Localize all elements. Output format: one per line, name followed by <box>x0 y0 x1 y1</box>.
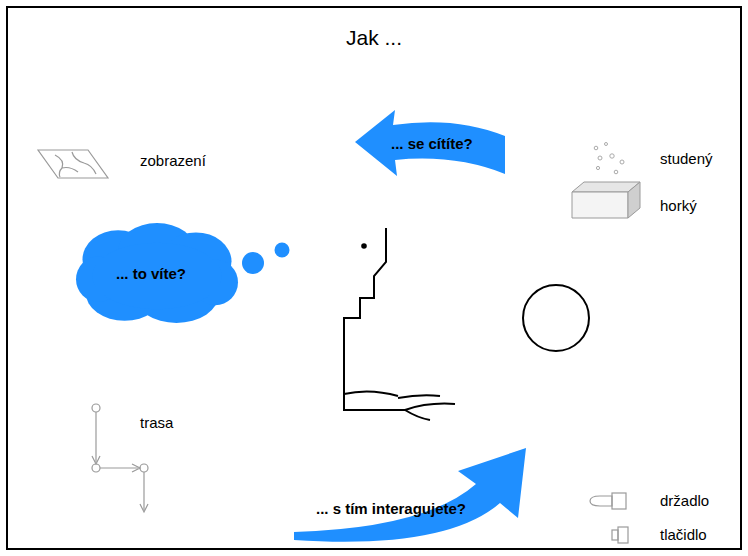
thought-dot <box>275 243 290 258</box>
node-text: ... s tím interagujete? <box>316 500 466 518</box>
cold-label: studený <box>660 150 713 168</box>
node-text: ... to víte? <box>116 265 186 283</box>
button-icon <box>612 527 628 543</box>
thought-dot <box>242 252 264 274</box>
interact-arrow: ... s tím interagujete? <box>286 438 534 540</box>
button-label: tlačidlo <box>660 526 707 544</box>
map-icon <box>38 150 108 178</box>
hot-label: horký <box>660 197 697 215</box>
box-icon <box>572 143 640 219</box>
node-text: ... se cítíte? <box>391 135 473 153</box>
frame <box>7 7 741 549</box>
handle-label: držadlo <box>660 492 709 510</box>
diagram-title: Jak ... <box>346 25 402 50</box>
feel-arrow: ... se cítíte? <box>355 108 505 178</box>
interact-arrow-shape <box>286 438 534 540</box>
route-label: trasa <box>140 414 173 432</box>
object-circle <box>523 285 589 351</box>
route-icon <box>92 404 148 512</box>
person-profile <box>344 228 455 420</box>
thought-cloud: ... to víte? <box>76 222 238 326</box>
view-label: zobrazení <box>140 152 206 170</box>
handle-icon <box>590 493 626 509</box>
